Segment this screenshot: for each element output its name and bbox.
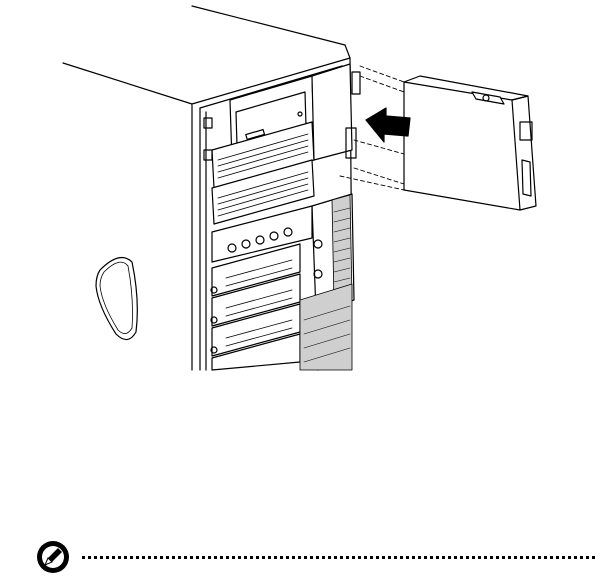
- installation-figure: [0, 0, 595, 380]
- server-tower-illustration: [0, 0, 595, 380]
- note-row: [36, 540, 595, 574]
- note-dotted-rule: [82, 556, 595, 559]
- note-pen-icon: [36, 540, 70, 574]
